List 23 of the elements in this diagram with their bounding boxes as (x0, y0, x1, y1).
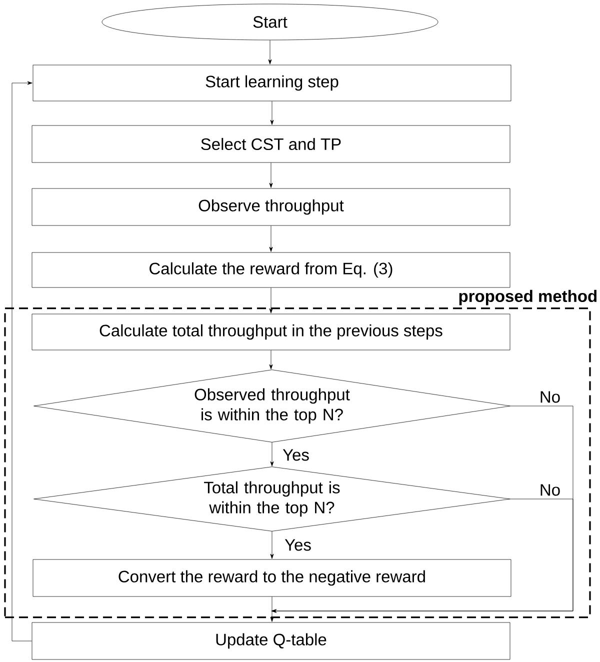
process-box: Update Q-table (32, 622, 510, 660)
process-box: Convert the reward to the negative reward (32, 559, 512, 597)
process-box: Select CST and TP (32, 125, 510, 163)
arrow (268, 40, 272, 64)
arrow (270, 442, 274, 466)
edge-label: Yes (284, 538, 312, 552)
edge-label: Yes (282, 448, 310, 462)
arrow (269, 350, 273, 370)
arrow (269, 162, 273, 188)
edge-label: No (538, 483, 562, 497)
region-heading: proposed method (459, 290, 596, 306)
arrow (270, 596, 274, 622)
edge-label: No (538, 390, 562, 404)
arrow (12, 81, 32, 642)
arrow (269, 226, 273, 252)
arrow (270, 531, 274, 559)
process-box: Observe throughput (32, 188, 510, 226)
process-box: Start learning step (32, 64, 512, 102)
arrow (270, 101, 274, 125)
arrow (271, 498, 574, 613)
process-box: Calculate the reward from Eq. (3) (32, 252, 510, 288)
arrow (269, 288, 273, 314)
process-box: Calculate total throughput in the previous steps (32, 314, 510, 350)
